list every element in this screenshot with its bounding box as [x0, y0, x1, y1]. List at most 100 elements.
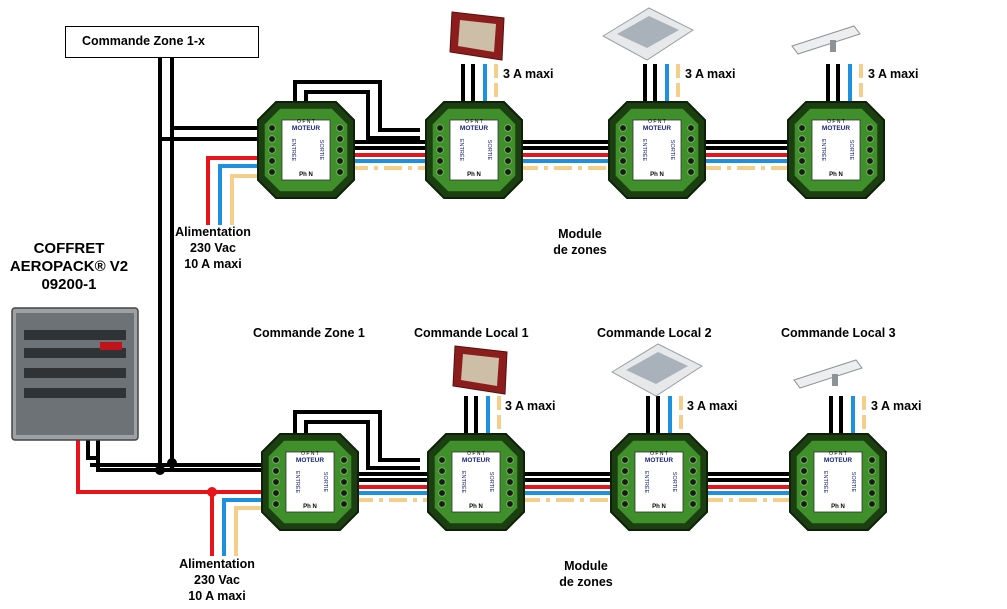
terminal-screw-right — [506, 456, 514, 464]
terminal-screw-left — [619, 168, 627, 176]
terminal-screw-left — [438, 500, 446, 508]
cabinet-rail-3 — [24, 388, 126, 398]
module-motor-text: MOTEUR — [462, 457, 490, 464]
command-zone-1x-box: Commande Zone 1-x — [65, 26, 259, 58]
module-label-plate — [449, 119, 499, 181]
module-in-text: ENTRÉE — [290, 139, 297, 162]
terminal-screw-right — [340, 489, 348, 497]
heading-commande-local-1: Commande Local 1 — [414, 326, 529, 340]
module-terminals-text: O F N T — [650, 451, 668, 457]
terminal-screw-right — [504, 157, 512, 165]
terminal-screw-left — [268, 146, 276, 154]
module-out-text: SORTIE — [850, 472, 856, 493]
terminal-screw-left — [438, 478, 446, 486]
cabinet-cmd-a — [96, 440, 262, 472]
module-in-text: ENTRÉE — [820, 139, 827, 162]
load-label-top-3: 3 A maxi — [868, 67, 919, 81]
module-terminals-text: O F N T — [297, 119, 315, 125]
terminal-screw-right — [504, 135, 512, 143]
module-label-top: Module de zones — [540, 226, 620, 258]
module-label-plate — [451, 451, 501, 513]
terminal-screw-right — [689, 467, 697, 475]
terminal-screw-left — [621, 500, 629, 508]
module-label-plate — [632, 119, 682, 181]
loop-outer-466 — [293, 410, 420, 462]
linear-actuator-icon-2 — [793, 359, 863, 389]
load-label-bottom-1: 3 A maxi — [505, 399, 556, 413]
module-power-text: Ph N — [829, 172, 843, 178]
terminal-screw-left — [438, 467, 446, 475]
terminal-screw-right — [336, 146, 344, 154]
module-power-text: Ph N — [303, 504, 317, 510]
terminal-screw-left — [798, 135, 806, 143]
terminal-screw-left — [436, 146, 444, 154]
terminal-screw-left — [438, 489, 446, 497]
terminal-screw-left — [798, 168, 806, 176]
power-label-bottom-line-1: Alimentation — [179, 557, 255, 571]
module-power-text: Ph N — [650, 172, 664, 178]
terminal-screw-right — [336, 157, 344, 165]
cabinet-title-line-1: COFFRET — [33, 240, 105, 257]
cabinet-title-line-3: 09200-1 — [41, 276, 97, 293]
terminal-screw-right — [340, 478, 348, 486]
terminal-screw-right — [687, 146, 695, 154]
module-motor-text: MOTEUR — [292, 125, 320, 132]
terminal-screw-right — [687, 124, 695, 132]
module-in-text: ENTRÉE — [641, 139, 648, 162]
module-out-text: SORTIE — [669, 140, 675, 161]
terminal-screw-right — [506, 500, 514, 508]
cabinet-cmd-b — [86, 440, 100, 460]
module-out-text: SORTIE — [322, 472, 328, 493]
junction-dot-2 — [167, 458, 177, 468]
module-motor-text: MOTEUR — [643, 125, 671, 132]
terminal-screw-left — [619, 157, 627, 165]
linear-actuator-icon-1 — [791, 25, 861, 55]
terminal-screw-right — [866, 157, 874, 165]
module-out-text: SORTIE — [488, 472, 494, 493]
terminal-screw-right — [504, 168, 512, 176]
terminal-screw-left — [436, 124, 444, 132]
power-label-top-line-3: 10 A maxi — [184, 257, 242, 271]
terminal-screw-left — [268, 157, 276, 165]
heading-commande-zone-1: Commande Zone 1 — [253, 326, 365, 340]
roof-hatch-top-1 — [617, 16, 679, 48]
power-label-top-line-2: 230 Vac — [190, 241, 236, 255]
terminal-screw-left — [798, 157, 806, 165]
module-motor-text: MOTEUR — [824, 457, 852, 464]
power-label-top: Alimentation 230 Vac 10 A maxi — [168, 224, 258, 272]
terminal-screw-right — [866, 146, 874, 154]
heading-commande-local-3: Commande Local 3 — [781, 326, 896, 340]
terminal-screw-right — [868, 500, 876, 508]
terminal-screw-left — [436, 168, 444, 176]
module-in-text: ENTRÉE — [822, 471, 829, 494]
terminal-screw-left — [798, 124, 806, 132]
module-label-plate — [281, 119, 331, 181]
terminal-screw-right — [866, 135, 874, 143]
terminal-screw-right — [687, 157, 695, 165]
module-in-text: ENTRÉE — [458, 139, 465, 162]
terminal-screw-left — [268, 124, 276, 132]
terminal-screw-left — [436, 135, 444, 143]
power-label-top-line-1: Alimentation — [175, 225, 251, 239]
terminal-screw-left — [621, 478, 629, 486]
terminal-screw-left — [272, 456, 280, 464]
load-label-bottom-2: 3 A maxi — [687, 399, 738, 413]
cabinet-breaker — [100, 342, 122, 350]
module-terminals-text: O F N T — [467, 451, 485, 457]
power-label-bottom: Alimentation 230 Vac 10 A maxi — [172, 556, 262, 604]
module-power-text: Ph N — [652, 504, 666, 510]
terminal-screw-left — [438, 456, 446, 464]
power-top-blue — [218, 164, 262, 225]
terminal-screw-right — [689, 456, 697, 464]
load-label-top-1: 3 A maxi — [503, 67, 554, 81]
loop-inner-136 — [304, 90, 420, 140]
module-motor-text: MOTEUR — [296, 457, 324, 464]
module-terminals-text: O F N T — [829, 451, 847, 457]
